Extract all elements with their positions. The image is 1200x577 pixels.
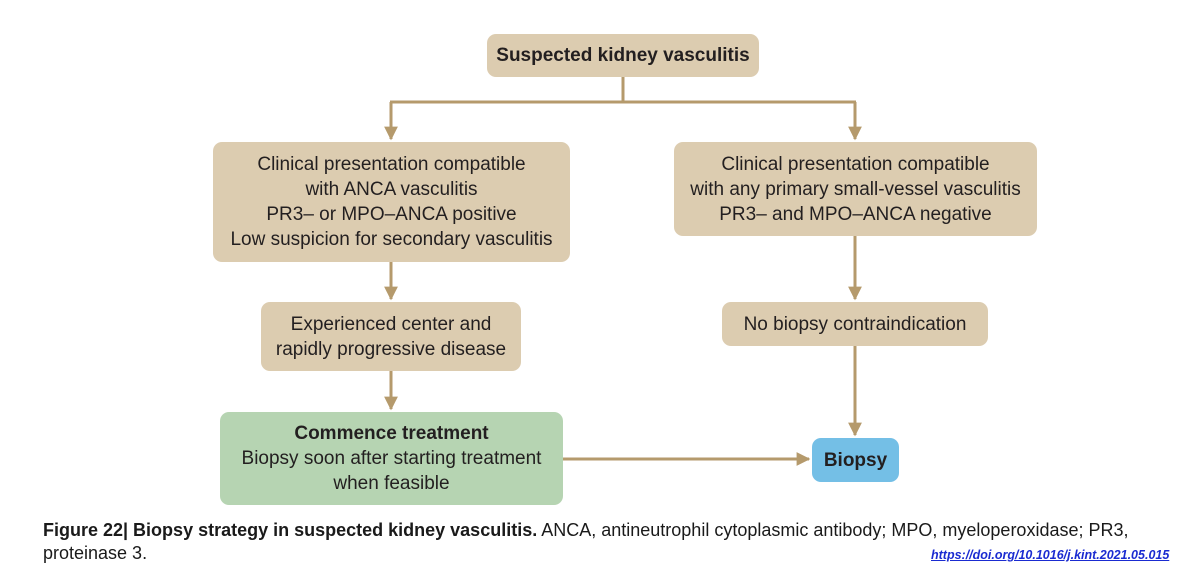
node-text: Biopsy — [823, 449, 888, 471]
node-suspected-kidney-vasculitis: Suspected kidney vasculitis — [487, 34, 759, 77]
node-commence-treatment: Commence treatment Biopsy soon after sta… — [220, 412, 563, 505]
node-text: No biopsy contraindication — [743, 313, 967, 335]
node-text: Biopsy soon after starting treatment — [241, 448, 542, 469]
node-text: rapidly progressive disease — [275, 338, 507, 360]
node-text: with ANCA vasculitis — [305, 179, 478, 200]
node-text: with any primary small-vessel vasculitis — [690, 178, 1021, 200]
node-no-biopsy-contraindication: No biopsy contraindication — [722, 302, 988, 346]
node-text: Low suspicion for secondary vasculitis — [230, 229, 553, 250]
node-anca-positive: Clinical presentation compatible with AN… — [213, 142, 570, 262]
node-anca-negative: Clinical presentation compatible with an… — [674, 142, 1037, 236]
node-title: Commence treatment — [294, 423, 489, 444]
node-text: when feasible — [333, 473, 450, 494]
flowchart-connectors — [384, 77, 862, 466]
caption-title: Figure 22| Biopsy strategy in suspected … — [43, 520, 538, 540]
node-text: Clinical presentation compatible — [257, 154, 526, 175]
node-text: PR3– or MPO–ANCA positive — [266, 204, 517, 225]
doi-link[interactable]: https://doi.org/10.1016/j.kint.2021.05.0… — [931, 548, 1170, 562]
node-text: Experienced center and — [290, 313, 492, 335]
figure-caption: Figure 22| Biopsy strategy in suspected … — [43, 519, 1173, 565]
node-biopsy: Biopsy — [812, 438, 899, 482]
node-text: Suspected kidney vasculitis — [496, 45, 750, 66]
node-experienced-center: Experienced center and rapidly progressi… — [261, 302, 521, 371]
node-text: PR3– and MPO–ANCA negative — [719, 203, 992, 225]
node-text: Clinical presentation compatible — [721, 153, 990, 175]
caption-text: ANCA, antineutrophil cytoplasmic antibod… — [43, 520, 1129, 563]
